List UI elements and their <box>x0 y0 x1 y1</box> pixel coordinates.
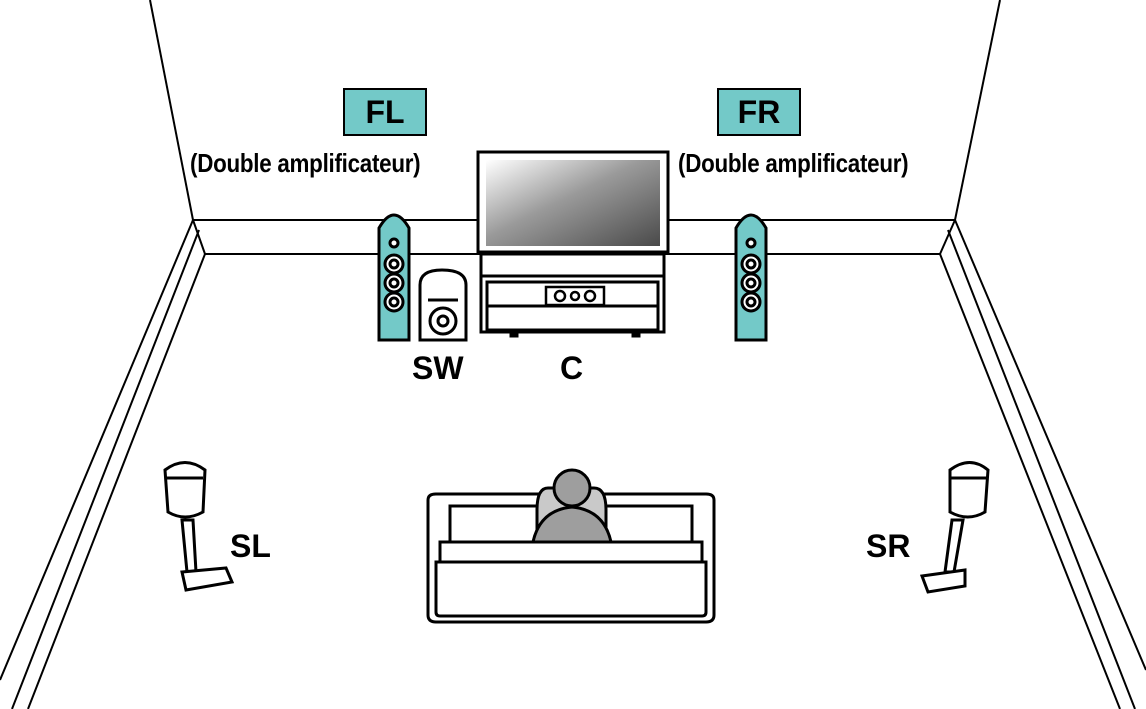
subwoofer <box>418 268 468 342</box>
sw-label: SW <box>412 350 464 386</box>
c-label: C <box>560 350 584 386</box>
fl-label: FL <box>343 88 427 136</box>
sl-speaker <box>163 461 235 592</box>
sr-speaker <box>919 461 990 594</box>
fl-note: (Double amplificateur) <box>190 148 421 178</box>
fr-speaker <box>734 213 768 342</box>
sr-label: SR <box>866 528 911 564</box>
fr-label: FR <box>717 88 801 136</box>
tv-unit <box>476 150 670 338</box>
listener <box>531 468 613 544</box>
sl-label: SL <box>230 528 271 564</box>
fl-speaker <box>377 213 411 342</box>
sofa-seat <box>434 540 708 618</box>
center-speaker <box>544 285 606 307</box>
fr-note: (Double amplificateur) <box>678 148 909 178</box>
